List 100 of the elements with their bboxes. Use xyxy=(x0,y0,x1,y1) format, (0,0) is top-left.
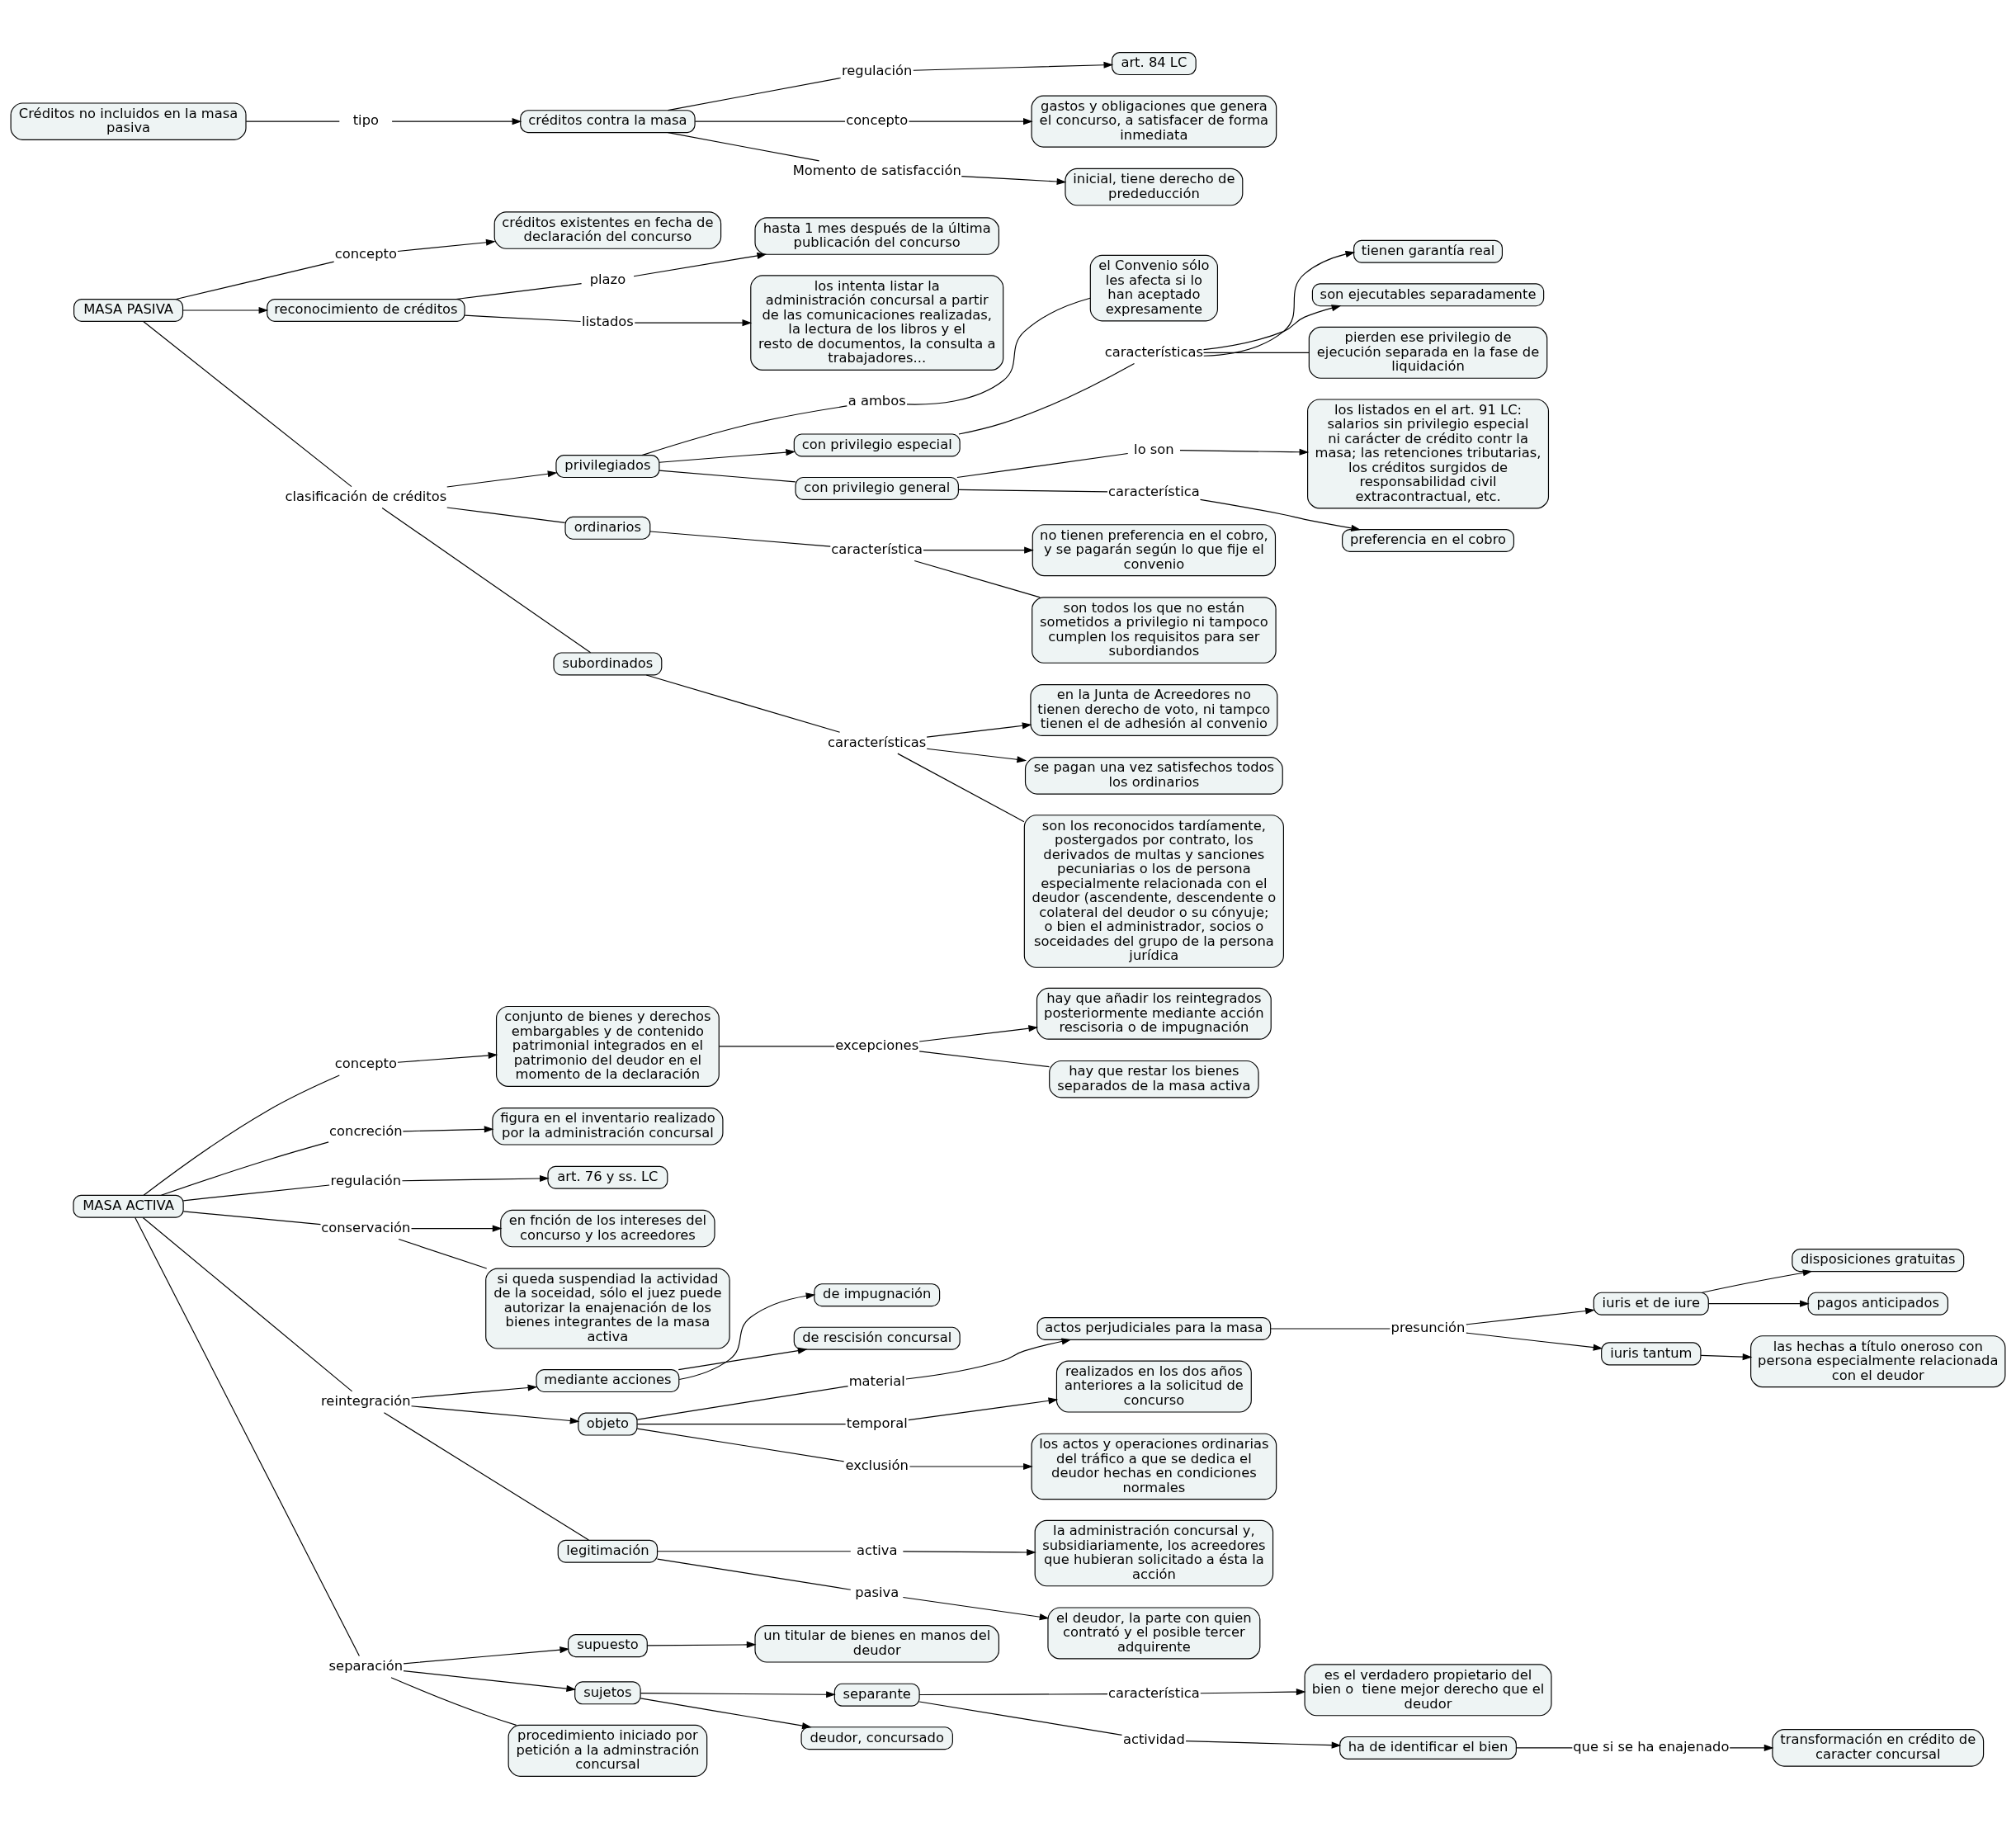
node-box: Créditos no incluidos en la masa pasiva xyxy=(10,102,247,140)
connector xyxy=(464,314,582,322)
node-box: créditos existentes en fecha de declaración del concurso xyxy=(493,210,722,249)
connector xyxy=(645,673,841,733)
node-box: separante xyxy=(833,1683,920,1707)
connector xyxy=(456,282,583,300)
connector xyxy=(398,1238,488,1269)
connector xyxy=(914,560,1041,598)
node-box: objeto xyxy=(578,1412,638,1436)
node-box: en fnción de los intereses del concurso y los acreedores xyxy=(500,1209,715,1247)
connector xyxy=(636,1423,847,1424)
connector xyxy=(918,1050,1050,1067)
node-text: característica xyxy=(1107,483,1200,499)
node-text: que si se ha enajenado xyxy=(1573,1738,1730,1755)
connector xyxy=(918,1700,1123,1736)
arrow xyxy=(401,1174,550,1182)
connector xyxy=(175,261,335,300)
node-box: tienen garantía real xyxy=(1353,239,1503,263)
node-box: art. 84 LC xyxy=(1112,51,1197,75)
arrow xyxy=(902,1548,1036,1556)
arrow xyxy=(1701,1268,1813,1293)
connector xyxy=(906,297,1091,405)
connector xyxy=(383,1411,589,1541)
node-box: ordinarios xyxy=(564,516,651,540)
node-text: a ambos xyxy=(847,392,906,409)
arrow xyxy=(918,1024,1039,1042)
arrow xyxy=(909,1462,1033,1470)
node-box: de impugnación xyxy=(814,1282,941,1306)
arrow xyxy=(646,1641,757,1648)
connector xyxy=(636,1428,845,1462)
arrow xyxy=(403,1670,577,1692)
node-box: transformación en crédito de caracter concursal xyxy=(1772,1728,1985,1767)
node-text: reintegración xyxy=(321,1392,411,1409)
connector xyxy=(182,1183,330,1201)
arrow xyxy=(1179,448,1310,456)
node-box: se pagan una vez satisfechos todos los ordinarios xyxy=(1024,756,1283,795)
connector xyxy=(657,1558,852,1590)
connector xyxy=(160,1141,329,1196)
connector xyxy=(381,507,592,653)
connector xyxy=(918,1693,1108,1695)
arrow xyxy=(1203,250,1356,357)
arrow xyxy=(1466,1332,1603,1351)
arrow xyxy=(678,1292,816,1380)
node-box: con privilegio general xyxy=(795,476,959,500)
node-box: los listados en el art. 91 LC: salarios sin privilegio especial ni carácter de crédito contr la masa; las retenciones tributarias, los créditos surgidos de responsabilidad civil extracontractual, etc. xyxy=(1307,398,1550,508)
node-box: conjunto de bienes y derechos embargables y de contenido patrimonial integrados en el patrimonio del deudor en el momento de la declaración xyxy=(495,1005,720,1087)
node-box: no tienen preferencia en el cobro, y se pagarán según lo que fije el convenio xyxy=(1032,523,1277,576)
node-box: preferencia en el cobro xyxy=(1342,528,1515,552)
arrow xyxy=(908,117,1033,125)
node-box: subordinados xyxy=(553,651,663,675)
arrow xyxy=(905,1337,1072,1380)
node-text: clasificación de créditos xyxy=(285,488,447,504)
node-box: procedimiento iniciado por petición a la adminstración concursal xyxy=(508,1724,708,1777)
node-text: pasiva xyxy=(855,1584,899,1600)
node-box: sujetos xyxy=(574,1680,641,1704)
node-box: son todos los que no están sometidos a privilegio ni tampoco cumplen los requisitos para ser subordiandos xyxy=(1032,596,1277,664)
node-box: son los reconocidos tardíamente, postergados por contrato, los derivados de multas y sanciones pecuniarias o los de persona especialmente relacionada con el deudor (ascendente, descendente o colateral del deudor o su cónyuje; o bien el administrador, socios o soceidades del grupo de la persona jurídica xyxy=(1023,814,1284,968)
connector xyxy=(143,320,352,487)
node-text: regulación xyxy=(330,1172,402,1188)
connector xyxy=(142,1216,353,1391)
node-box: un titular de bienes en manos del deudor xyxy=(754,1624,999,1663)
arrow xyxy=(1200,1688,1306,1695)
node-box: disposiciones gratuitas xyxy=(1792,1248,1965,1272)
arrow xyxy=(1729,1744,1774,1751)
node-box: es el verdadero propietario del bien o tiene mejor derecho que el deudor xyxy=(1304,1663,1552,1716)
node-text: excepciones xyxy=(835,1037,919,1053)
node-box: MASA PASIVA xyxy=(73,298,184,322)
connector xyxy=(446,506,566,523)
connector xyxy=(694,120,846,122)
node-box: ha de identificar el bien xyxy=(1339,1736,1517,1760)
connector xyxy=(956,452,1129,478)
connector xyxy=(667,77,842,111)
arrow xyxy=(634,319,753,326)
node-box: si queda suspendiad la actividad de la soceidad, sólo el juez puede autorizar la enajenación de los bienes integrantes de la masa activa xyxy=(485,1267,730,1349)
connector xyxy=(958,362,1135,435)
node-box: la administración concursal y, subsidiariamente, los acreedores que hubieran solicitado a ésta la acción xyxy=(1034,1519,1274,1586)
arrow xyxy=(397,239,496,252)
arrow xyxy=(926,748,1027,763)
node-text: material xyxy=(848,1372,905,1389)
node-box: art. 76 y ss. LC xyxy=(547,1165,668,1189)
node-text: tipo xyxy=(352,111,380,128)
arrow xyxy=(410,1383,538,1399)
node-box: de rescisión concursal xyxy=(793,1326,961,1350)
arrow xyxy=(410,1405,580,1424)
node-box: créditos contra la masa xyxy=(520,109,696,133)
node-box: mediante acciones xyxy=(536,1368,680,1392)
node-box: las hechas a título oneroso con persona especialmente relacionada con el deudor xyxy=(1750,1334,2006,1387)
connector xyxy=(657,1550,852,1552)
node-box: el Convenio sólo les afecta si lo han aceptado expresamente xyxy=(1089,254,1218,321)
node-box: hay que añadir los reintegrados posteriormente mediante acción rescisoria o de impugnación xyxy=(1036,987,1272,1040)
node-box: pagos anticipados xyxy=(1807,1292,1948,1315)
connector xyxy=(636,1385,849,1420)
node-text: característica xyxy=(831,541,923,557)
connector xyxy=(1516,1746,1573,1748)
node-text: temporal xyxy=(846,1415,908,1431)
arrow xyxy=(659,448,796,463)
node-text: Momento de satisfacción xyxy=(792,162,961,178)
node-box: figura en el inventario realizado por la administración concursal xyxy=(492,1107,724,1145)
arrow xyxy=(1707,1300,1810,1307)
node-text: exclusión xyxy=(845,1457,909,1473)
